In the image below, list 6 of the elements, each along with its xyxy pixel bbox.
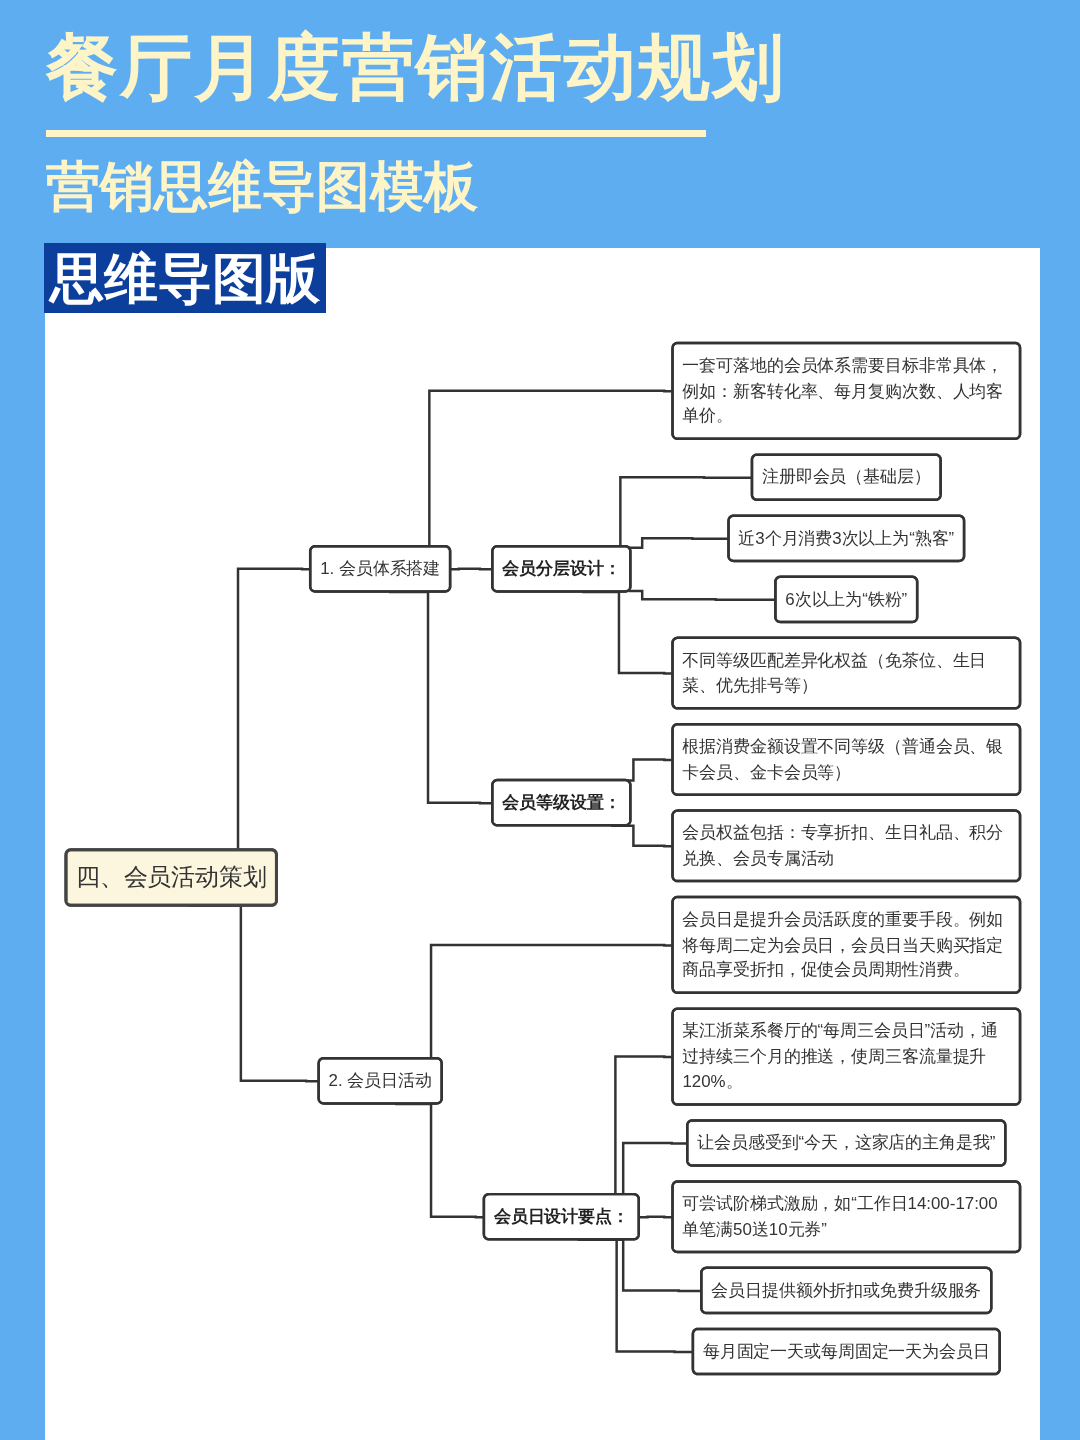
page-title: 餐厅月度营销活动规划 [46, 26, 786, 109]
connector [450, 567, 493, 571]
connector [628, 589, 776, 602]
connector [628, 537, 729, 549]
section-tag: 思维导图版 [44, 243, 326, 313]
subtitle: 营销思维导图模板 [46, 155, 478, 218]
